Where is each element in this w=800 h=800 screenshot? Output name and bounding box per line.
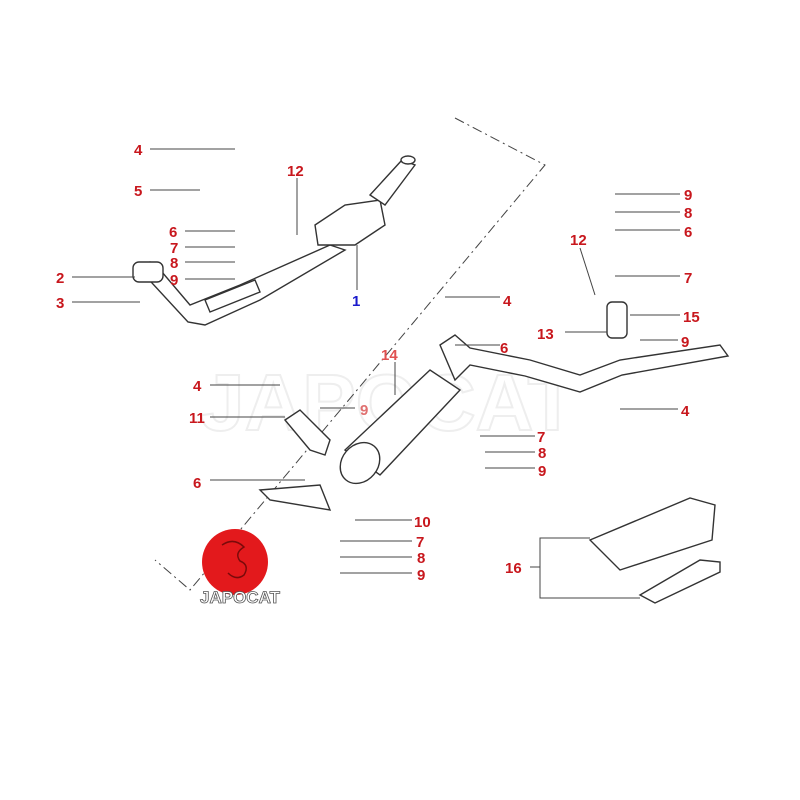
callout-3: 3 — [56, 295, 64, 312]
bracket — [283, 409, 331, 456]
tail-pipe — [439, 334, 730, 393]
callout-6: 6 — [500, 340, 508, 357]
callout-9: 9 — [170, 272, 178, 289]
callout-9: 9 — [417, 567, 425, 584]
sealant-kit — [588, 497, 721, 604]
callout-6: 6 — [193, 475, 201, 492]
callout-4: 4 — [134, 142, 143, 159]
callout-4: 4 — [193, 378, 202, 395]
callout-8: 8 — [538, 445, 546, 462]
callout-6: 6 — [169, 224, 177, 241]
callout-16: 16 — [505, 560, 522, 577]
callout-7: 7 — [537, 429, 545, 446]
callout-12: 12 — [570, 232, 587, 249]
callout-4: 4 — [681, 403, 690, 420]
callout-7: 7 — [416, 534, 424, 551]
callout-12: 12 — [287, 163, 304, 180]
rear-muffler — [339, 369, 462, 485]
callout-5: 5 — [134, 183, 142, 200]
callout-9: 9 — [538, 463, 546, 480]
japocat-logo: JAPOCAT — [200, 529, 281, 607]
leader-lines — [72, 148, 680, 599]
callout-4: 4 — [503, 293, 512, 310]
center-muffler — [314, 155, 417, 246]
front-pipe — [132, 244, 347, 326]
callout-11: 11 — [189, 410, 205, 427]
callout-7: 7 — [684, 270, 692, 287]
logo-text: JAPOCAT — [200, 588, 281, 607]
hanger — [606, 301, 628, 339]
callout-8: 8 — [684, 205, 692, 222]
callout-13: 13 — [537, 326, 554, 343]
callout-2: 2 — [56, 270, 64, 287]
callout-15: 15 — [683, 309, 700, 326]
callout-8: 8 — [170, 255, 178, 272]
callout-1: 1 — [352, 293, 360, 310]
callout-14: 14 — [381, 347, 398, 364]
callout-8: 8 — [417, 550, 425, 567]
dragon-emblem-icon — [221, 540, 247, 579]
callout-6: 6 — [684, 224, 692, 241]
heat-shield — [258, 484, 332, 511]
callout-9: 9 — [681, 334, 689, 351]
callout-7: 7 — [170, 240, 178, 257]
callout-labels: 4 5 12 6 7 8 9 2 3 1 4 6 14 9 4 11 6 7 8… — [56, 142, 700, 584]
callout-10: 10 — [414, 514, 431, 531]
callout-9: 9 — [684, 187, 692, 204]
callout-9: 9 — [360, 402, 368, 419]
